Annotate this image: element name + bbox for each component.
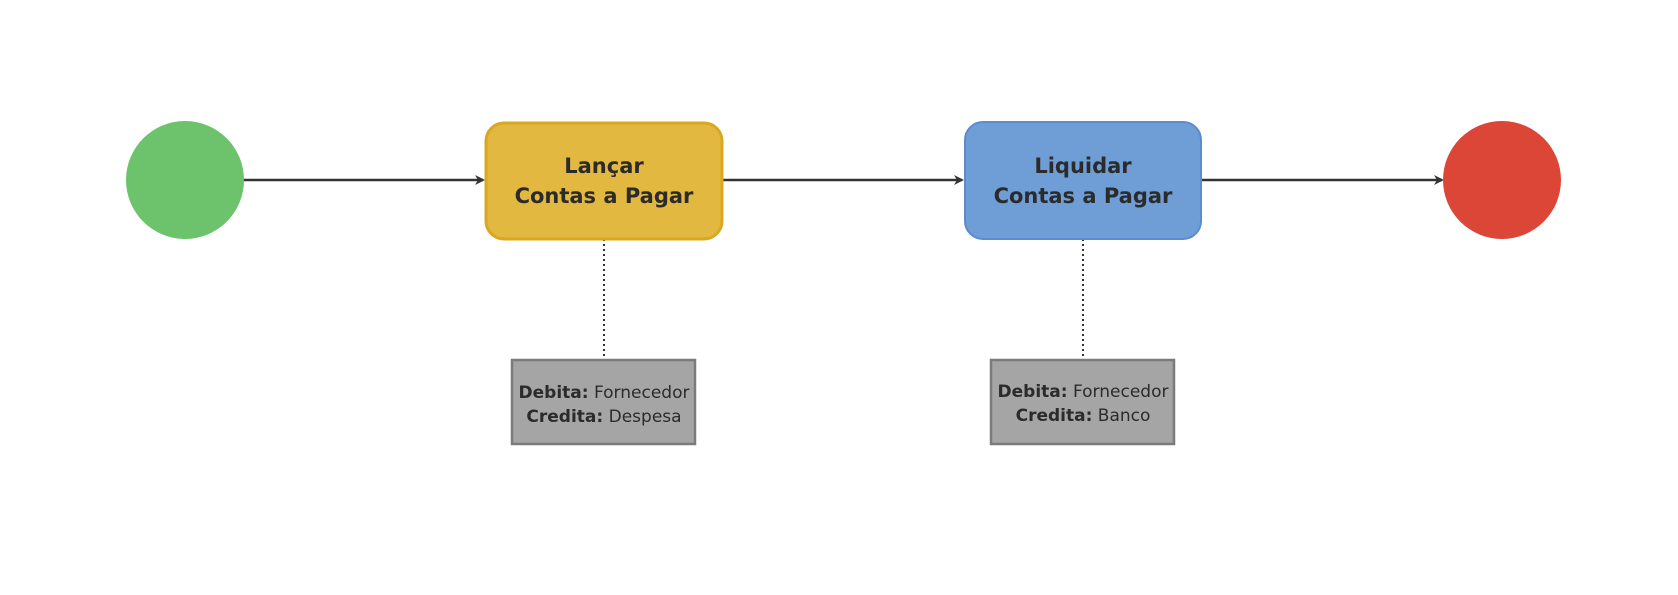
note2-box <box>989 358 1176 446</box>
task2-box <box>964 121 1202 240</box>
note2-debit-line: Debita: Fornecedor <box>998 382 1169 402</box>
note1-debit-value: Fornecedor <box>589 383 690 403</box>
note1-credit-value: Despesa <box>603 407 681 427</box>
note1-credit-line: Credita: Despesa <box>526 407 681 427</box>
note2-debit-value: Fornecedor <box>1068 382 1169 402</box>
note1-debit-line: Debita: Fornecedor <box>519 383 690 403</box>
note1-debit-label: Debita: <box>519 383 589 403</box>
task1-label-line2: Contas a Pagar <box>515 184 694 208</box>
task-liquidar-contas-a-pagar: Liquidar Contas a Pagar <box>964 121 1202 240</box>
accounting-note-2: Debita: Fornecedor Credita: Banco <box>989 358 1176 446</box>
note1-box <box>510 358 697 446</box>
task2-label-line1: Liquidar <box>1034 154 1132 178</box>
task-lancar-contas-a-pagar: Lançar Contas a Pagar <box>484 121 724 241</box>
start-event <box>126 121 244 239</box>
note2-debit-label: Debita: <box>998 382 1068 402</box>
end-event <box>1443 121 1561 239</box>
accounting-note-1: Debita: Fornecedor Credita: Despesa <box>510 358 697 446</box>
task1-box <box>484 121 724 241</box>
note2-credit-line: Credita: Banco <box>1016 406 1151 426</box>
note2-credit-label: Credita: <box>1016 406 1093 426</box>
task1-label-line1: Lançar <box>564 154 644 178</box>
note1-credit-label: Credita: <box>526 407 603 427</box>
note2-credit-value: Banco <box>1092 406 1150 426</box>
task2-label-line2: Contas a Pagar <box>994 184 1173 208</box>
